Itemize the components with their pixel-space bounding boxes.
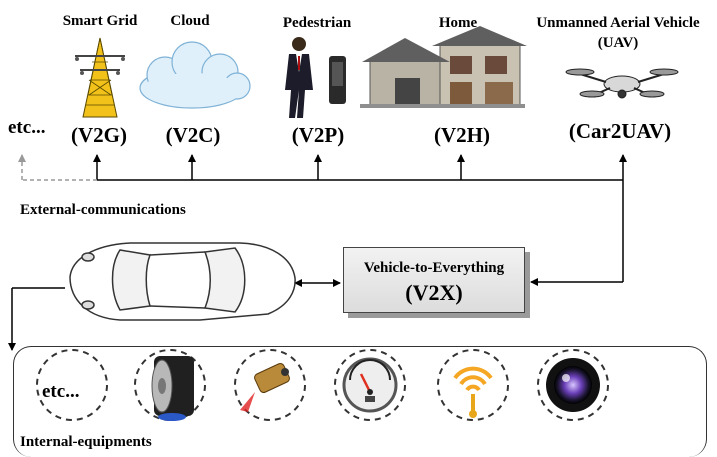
pedestrian-phone-icon <box>285 37 346 118</box>
wireless-antenna-icon <box>437 349 509 421</box>
laser-sensor-icon <box>234 349 306 421</box>
fuel-gauge-icon <box>334 349 406 421</box>
car-icon <box>69 242 296 321</box>
drone-icon <box>565 68 679 99</box>
etc-circle <box>36 349 108 421</box>
v2c-label: (V2C) <box>165 123 221 147</box>
transmission-tower-icon <box>75 37 125 118</box>
car2uav-label: (Car2UAV) <box>568 119 672 143</box>
camera-lens-icon <box>537 349 609 421</box>
smart-grid-label: Smart Grid <box>62 13 138 29</box>
v2x-title: Vehicle-to-Everything <box>363 260 505 276</box>
v2x-box: Vehicle-to-Everything (V2X) <box>343 247 525 313</box>
v2h-label: (V2H) <box>434 123 490 147</box>
internal-link <box>8 287 65 351</box>
uav-label: Unmanned Aerial Vehicle <box>536 15 700 31</box>
etc-dashed-arrow <box>18 154 97 181</box>
pedestrian-label: Pedestrian <box>282 15 352 31</box>
uav-abbrev-label: (UAV) <box>597 35 639 51</box>
etc-external-label: etc... <box>8 117 46 138</box>
home-label: Home <box>438 15 478 31</box>
external-bus <box>93 154 627 286</box>
cloud-icon <box>139 41 251 109</box>
internal-equipments-label: Internal-equipments <box>20 434 152 450</box>
v2x-code: (V2X) <box>405 280 463 305</box>
tire-icon <box>134 349 206 421</box>
internal-equipments-panel <box>13 346 707 457</box>
house-icon <box>360 26 527 108</box>
etc-internal-label: etc... <box>42 381 80 402</box>
v2g-label: (V2G) <box>71 123 127 147</box>
external-communications-label: External-communications <box>20 202 186 218</box>
v2p-label: (V2P) <box>291 123 345 147</box>
cloud-label: Cloud <box>170 13 210 29</box>
